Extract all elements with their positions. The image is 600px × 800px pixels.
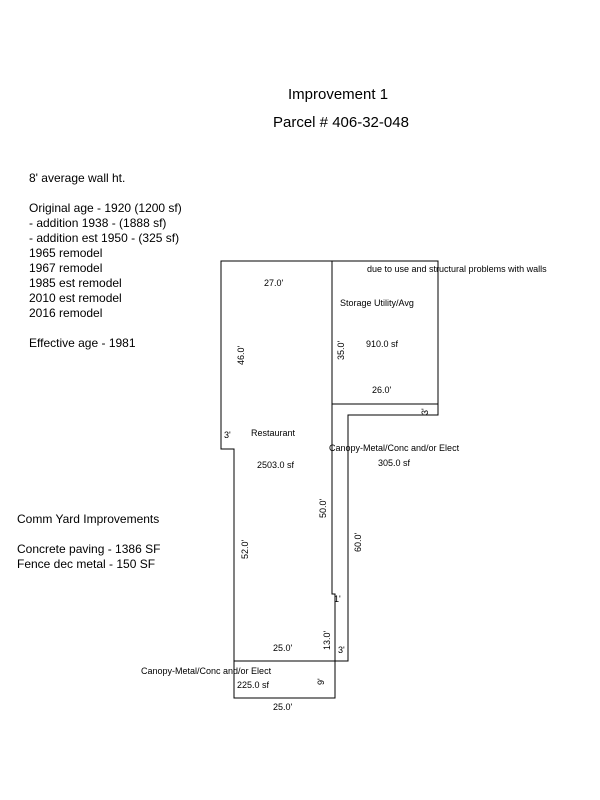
canopy-right-dim-left-lower: 13.0' — [322, 630, 332, 650]
restaurant-area: 2503.0 sf — [257, 460, 295, 470]
storage-note: due to use and structural problems with … — [367, 264, 547, 274]
storage-dim-right: 3' — [420, 408, 430, 415]
restaurant-dim-right: 50.0' — [318, 498, 328, 518]
building-note-line: 2016 remodel — [29, 306, 103, 320]
restaurant-dim-notch: 3' — [224, 430, 231, 440]
storage-dim-bottom: 26.0' — [372, 385, 392, 395]
canopy-right-dim-right: 60.0' — [353, 532, 363, 552]
canopy-bottom-outline — [233, 660, 336, 699]
canopy-right-label: Canopy-Metal/Conc and/or Elect — [329, 443, 460, 453]
building-note-line: Original age - 1920 (1200 sf) — [29, 201, 182, 215]
storage-dim-left: 35.0' — [336, 340, 346, 360]
building-notes: 8' average wall ht. Original age - 1920 (… — [29, 171, 182, 351]
building-note-line: - addition 1938 - (1888 sf) — [29, 216, 167, 230]
restaurant-dim-left-lower: 52.0' — [240, 539, 250, 559]
storage-area: 910.0 sf — [366, 339, 399, 349]
canopy-bottom-area: 225.0 sf — [237, 680, 270, 690]
parcel-number: Parcel # 406-32-048 — [273, 114, 409, 131]
restaurant-dim-left-upper: 46.0' — [236, 345, 246, 365]
building-note-line: 1965 remodel — [29, 246, 103, 260]
restaurant-label: Restaurant — [251, 428, 296, 438]
yard-note-line: Fence dec metal - 150 SF — [17, 557, 156, 571]
canopy-right-area: 305.0 sf — [378, 458, 411, 468]
building-note-line: Effective age - 1981 — [29, 336, 136, 350]
canopy-right-dim-notch: 1' — [334, 594, 341, 604]
storage-label: Storage Utility/Avg — [340, 298, 414, 308]
building-note-line: 1985 est remodel — [29, 276, 122, 290]
canopy-right-outline — [331, 404, 439, 662]
restaurant-dim-top: 27.0' — [264, 278, 284, 288]
restaurant-dim-bottom: 25.0' — [273, 643, 293, 653]
canopy-bottom-label: Canopy-Metal/Conc and/or Elect — [141, 666, 272, 676]
canopy-right-dim-bottom: 3' — [338, 645, 345, 655]
building-note-line: - addition est 1950 - (325 sf) — [29, 231, 180, 245]
building-note-line: 1967 remodel — [29, 261, 103, 275]
canopy-bottom-dim-bottom: 25.0' — [273, 702, 293, 712]
building-note-line: 8' average wall ht. — [29, 171, 126, 185]
storage-outline — [331, 260, 439, 405]
yard-note-line: Comm Yard Improvements — [17, 512, 160, 526]
diagram-title: Improvement 1 — [288, 86, 389, 103]
canopy-bottom-dim-right: 9' — [316, 678, 326, 685]
building-note-line: 2010 est remodel — [29, 291, 122, 305]
yard-note-line: Concrete paving - 1386 SF — [17, 542, 161, 556]
